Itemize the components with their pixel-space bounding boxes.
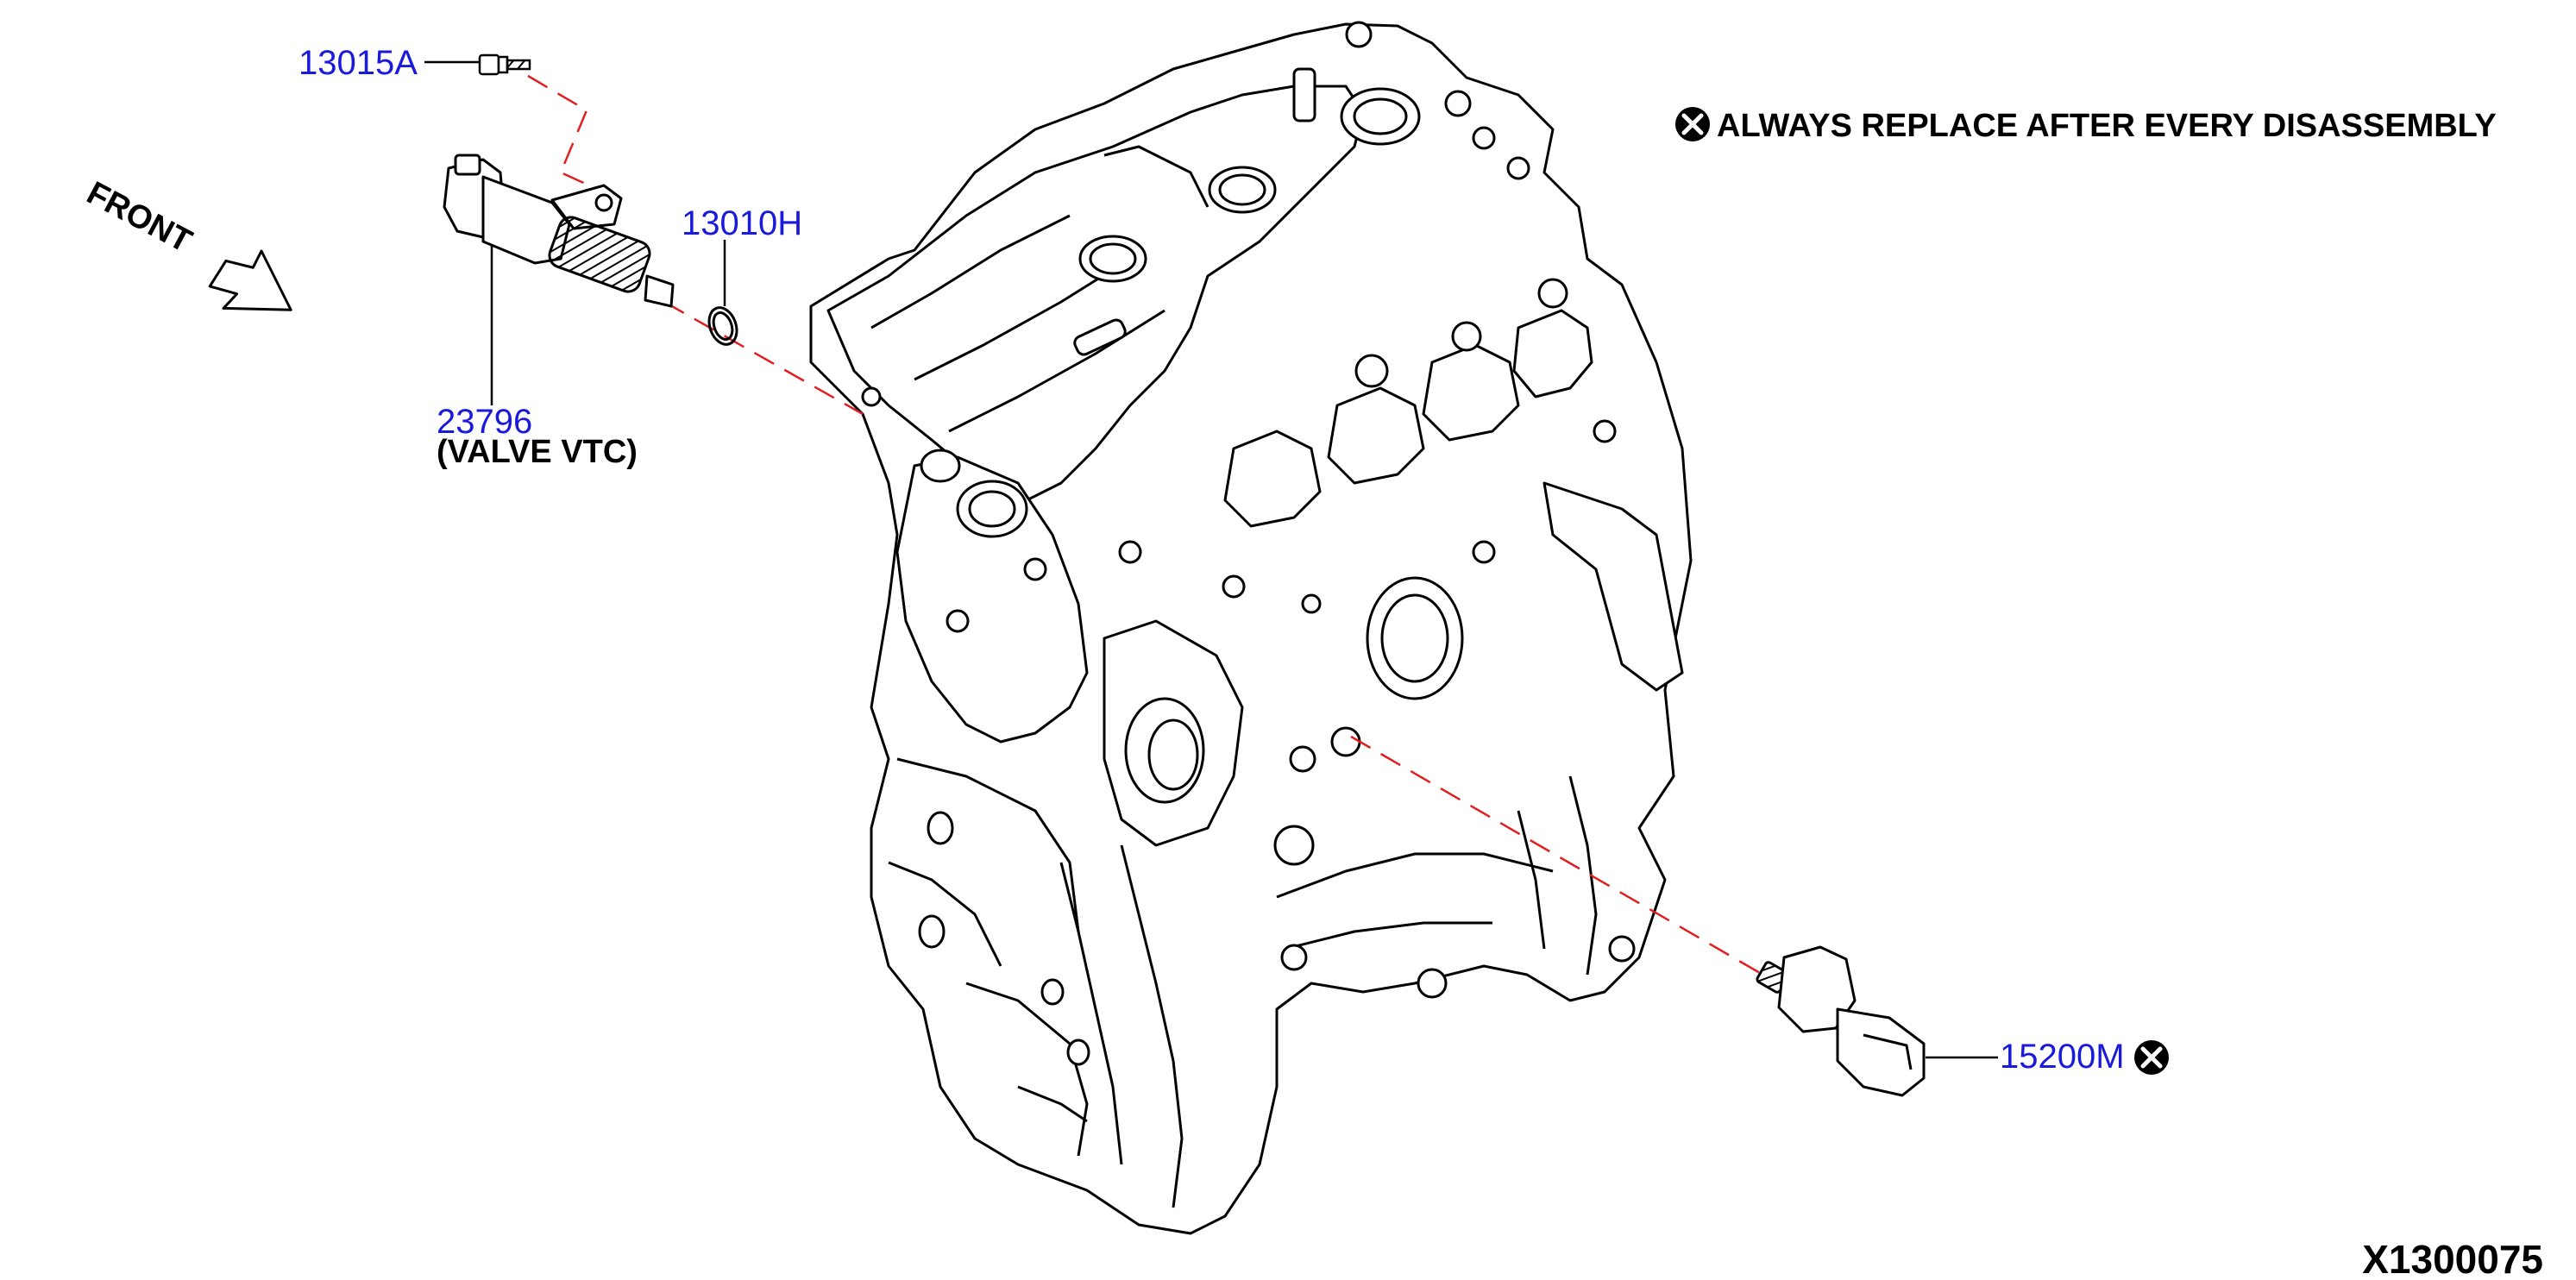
front-label: FRONT — [81, 175, 198, 260]
o-ring-13010h[interactable] — [704, 304, 741, 348]
replace-x-icon — [2134, 1040, 2169, 1075]
bolt-13015a[interactable] — [478, 53, 531, 76]
notice-icon — [1675, 107, 1710, 141]
valve-vtc-23796[interactable] — [443, 154, 675, 308]
oil-pressure-sensor-15200m[interactable] — [1756, 945, 1926, 1097]
front-arrow-icon — [208, 249, 292, 311]
sensor-part-number[interactable]: 15200M — [2000, 1038, 2125, 1076]
o-ring-alignment-line — [663, 300, 864, 416]
notice-text: ALWAYS REPLACE AFTER EVERY DISASSEMBLY — [1717, 108, 2497, 144]
bolt-alignment-line — [527, 74, 615, 198]
sensor-alignment-line — [1350, 735, 1761, 975]
illustration-id: X1300075 — [2362, 1237, 2543, 1280]
valve-part-number[interactable]: 23796 — [437, 403, 532, 441]
o-ring-part-number[interactable]: 13010H — [682, 204, 802, 242]
valve-part-name: (VALVE VTC) — [437, 434, 638, 470]
bolt-part-number[interactable]: 13015A — [298, 44, 418, 82]
leader-lines — [424, 60, 1998, 1059]
engine-block-illustration — [809, 21, 1693, 1235]
